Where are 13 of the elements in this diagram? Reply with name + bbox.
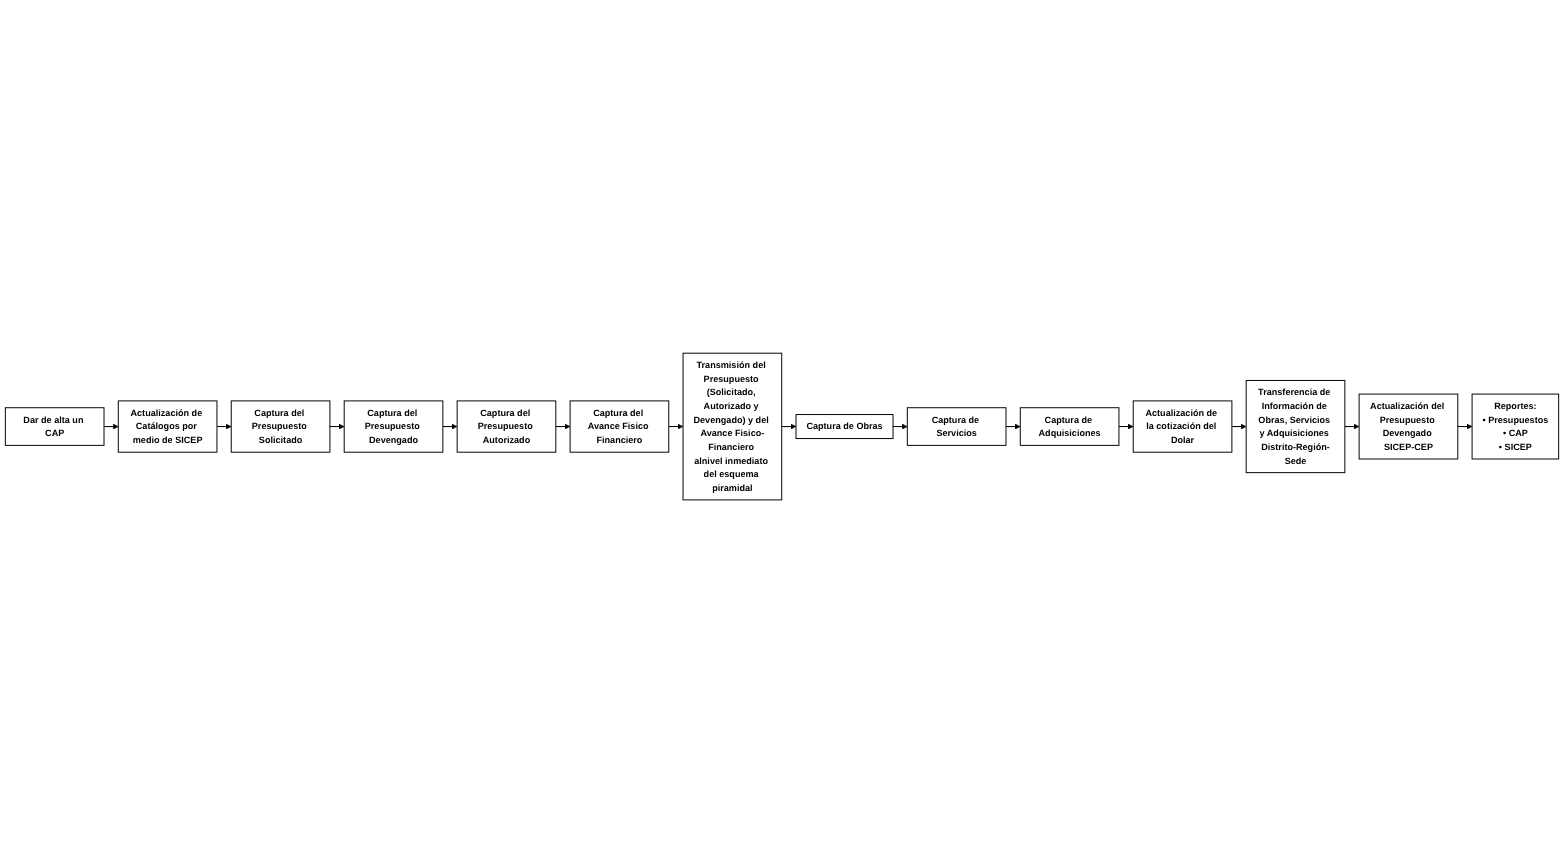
arrow (1231, 424, 1247, 430)
arrow (1344, 424, 1360, 430)
arrow (1118, 424, 1134, 430)
arrow (1457, 424, 1473, 430)
arrow (892, 424, 908, 430)
arrow (442, 424, 458, 430)
arrow (1005, 424, 1021, 430)
arrow (103, 424, 119, 430)
arrow (216, 424, 232, 430)
arrow (555, 424, 571, 430)
arrow (781, 424, 797, 430)
arrow (329, 424, 345, 430)
arrow (668, 424, 684, 430)
